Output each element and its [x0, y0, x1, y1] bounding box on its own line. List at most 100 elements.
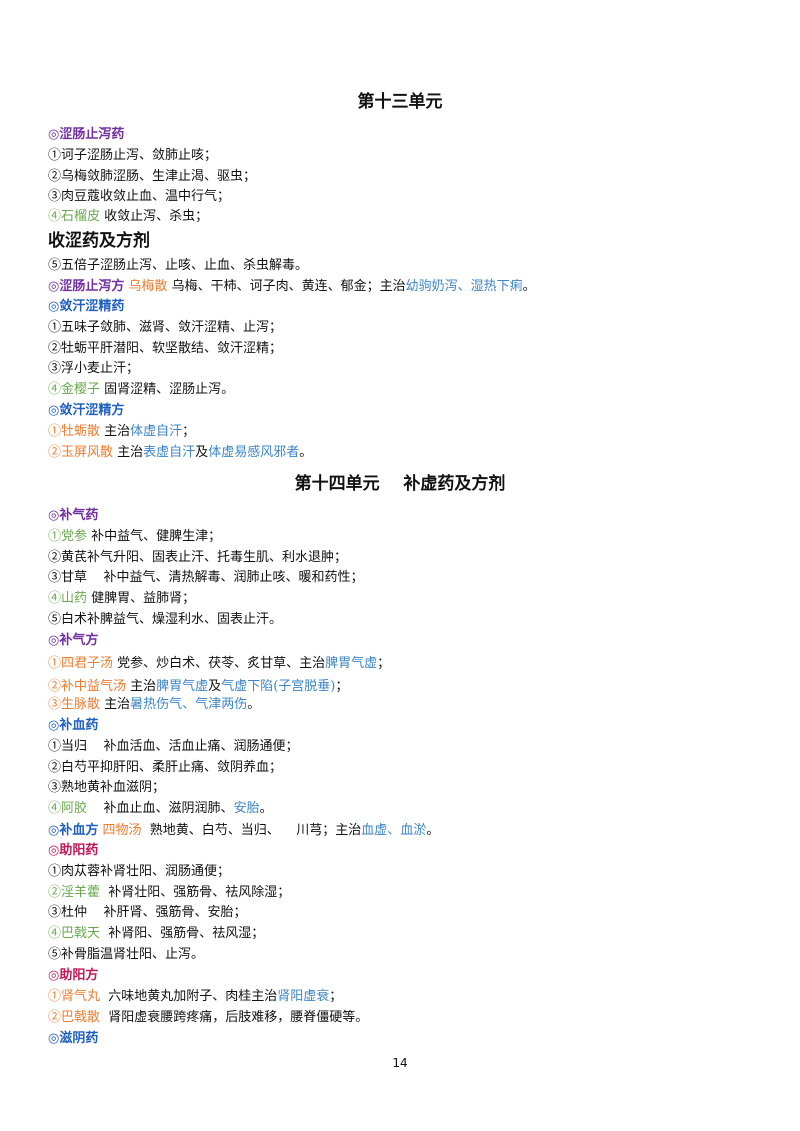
herb-effect: 补肾壮阳、强筋骨、祛风除湿；	[100, 885, 291, 900]
section-yang-tonic-herbs: ◎助阳药	[48, 843, 99, 858]
punctuation: 。	[426, 823, 440, 838]
formula-name: ①牡蛎散	[48, 424, 101, 439]
conjunction: 及	[195, 445, 209, 460]
list-item: ④巴戟天 补肾阳、强筋骨、祛风湿；	[48, 926, 264, 942]
indication: 气津两伤	[195, 697, 248, 712]
indication: 湿热下痢	[470, 279, 523, 294]
list-item: ①牡蛎散 主治体虚自汗；	[48, 424, 195, 440]
list-item: ①五味子敛肺、滋肾、敛汗涩精、止泻；	[48, 320, 283, 335]
list-item: ③浮小麦止汗；	[48, 361, 140, 376]
punctuation: 。	[247, 697, 261, 712]
list-item: ③肉豆蔻收敛止血、温中行气；	[48, 189, 231, 204]
punctuation: 。	[299, 445, 313, 460]
herb-name: 阿胶	[61, 801, 88, 816]
list-item: ⑤补骨脂温肾壮阳、止泻。	[48, 947, 205, 962]
section-blood-tonic-formula: ◎补血方	[48, 823, 99, 838]
herb-effect: 补肾阳、强筋骨、祛风湿；	[100, 926, 265, 941]
list-item: ①党参 补中益气、健脾生津；	[48, 529, 221, 545]
herb-name: 巴戟天	[61, 926, 101, 941]
herb-name: 党参	[61, 529, 88, 544]
item-number: ②	[48, 885, 62, 900]
unit-13-subtitle: 收涩药及方剂	[48, 231, 150, 251]
formula-name: ③生脉散	[48, 697, 101, 712]
item-number: ④	[48, 801, 62, 816]
indication: 暑热伤气	[130, 697, 183, 712]
separator: 、	[457, 279, 471, 294]
formula-name: ②玉屏风散	[48, 445, 114, 460]
list-item: ②黄芪补气升阳、固表止汗、托毒生肌、利水退肿；	[48, 550, 348, 565]
herb-effect: 固肾涩精、涩肠止泻。	[100, 382, 235, 397]
item-number: ④	[48, 382, 62, 397]
indication: 安胎	[233, 801, 260, 816]
unit-14-title: 第十四单元 补虚药及方剂	[294, 474, 506, 494]
punctuation: ；	[329, 989, 343, 1004]
indication: 血淤	[400, 823, 427, 838]
list-item: ①当归 补血活血、活血止痛、润肠通便；	[48, 739, 299, 754]
section-sweat-essence-formula: ◎敛汗涩精方	[48, 403, 125, 418]
herb-effect: 健脾胃、益肺肾；	[87, 591, 196, 606]
item-number: ④	[48, 209, 62, 224]
herb-effect: 补血止血、滋阴润肺、	[87, 801, 234, 816]
list-item: ①四君子汤 党参、炒白术、茯苓、炙甘草、主治脾胃气虚；	[48, 656, 390, 672]
conjunction: 及	[208, 679, 222, 694]
list-item: ①肾气丸 六味地黄丸加附子、肉桂主治肾阳虚衰；	[48, 989, 342, 1005]
list-item: ①肉苁蓉补肾壮阳、润肠通便；	[48, 864, 231, 879]
formula-name: 四物汤	[98, 823, 142, 838]
unit-13-title: 第十三单元	[357, 92, 443, 112]
item-number: ④	[48, 591, 62, 606]
list-item: ④石榴皮 收敛止泻、杀虫；	[48, 209, 208, 225]
indication: 体虚易感风邪者	[208, 445, 300, 460]
section-blood-tonic-herbs: ◎补血药	[48, 718, 99, 733]
punctuation: 。	[522, 279, 536, 294]
list-item: ③甘草 补中益气、清热解毒、润肺止咳、暖和药性；	[48, 570, 364, 585]
list-item: ⑤五倍子涩肠止泻、止咳、止血、杀虫解毒。	[48, 258, 309, 273]
list-item: ②玉屏风散 主治表虚自汗及体虚易感风邪者。	[48, 445, 312, 461]
formula-text: 六味地黄丸加附子、肉桂主治	[100, 989, 278, 1004]
indication: 血虚	[361, 823, 388, 838]
herb-name: 淫羊藿	[61, 885, 101, 900]
separator: 、	[387, 823, 401, 838]
indication: 肾阳虚衰	[277, 989, 330, 1004]
list-item: ②乌梅敛肺涩肠、生津止渴、驱虫；	[48, 169, 257, 184]
list-item: ◎补血方 四物汤 熟地黄、白芍、当归、 川芎；主治血虚、血淤。	[48, 823, 439, 839]
punctuation: ；	[377, 656, 391, 671]
section-qi-tonic-formula: ◎补气方	[48, 633, 99, 648]
formula-text: 主治	[100, 697, 131, 712]
list-item: ④金樱子 固肾涩精、涩肠止泻。	[48, 382, 234, 398]
list-item: ③杜仲 补肝肾、强筋骨、安胎；	[48, 905, 247, 920]
herb-name: 石榴皮	[61, 209, 101, 224]
list-item: ②牡蛎平肝潜阳、软坚散结、敛汗涩精；	[48, 341, 283, 356]
herb-effect: 收敛止泻、杀虫；	[100, 209, 209, 224]
herb-effect: 补中益气、健脾生津；	[87, 529, 222, 544]
herb-name: 金樱子	[61, 382, 101, 397]
indication: 脾胃气虚	[156, 679, 209, 694]
formula-text: 党参、炒白术、茯苓、炙甘草、主治	[113, 656, 326, 671]
page-number: 14	[392, 1056, 408, 1070]
formula-text: 主治	[113, 445, 144, 460]
formula-text: 主治	[100, 424, 131, 439]
list-item: ②淫羊藿 补肾壮阳、强筋骨、祛风除湿；	[48, 885, 290, 901]
formula-name: 乌梅散	[124, 279, 168, 294]
list-item: ③熟地黄补血滋阴；	[48, 780, 166, 795]
list-item: ②补中益气汤 主治脾胃气虚及气虚下陷(子宫脱垂)；	[48, 679, 348, 695]
punctuation: ；	[335, 679, 349, 694]
item-number: ①	[48, 529, 62, 544]
list-item: ④阿胶 补血止血、滋阴润肺、安胎。	[48, 801, 273, 817]
list-item: ③生脉散 主治暑热伤气、气津两伤。	[48, 697, 260, 713]
formula-text: 肾阳虚衰腰跨疼痛，后肢难移，腰脊僵硬等。	[100, 1010, 369, 1025]
item-number: ④	[48, 926, 62, 941]
formula-text: 乌梅、干柿、诃子肉、黄连、郁金；主治	[167, 279, 406, 294]
indication: 表虚自汗	[143, 445, 196, 460]
indication: 幼驹奶泻	[405, 279, 458, 294]
punctuation: 。	[259, 801, 273, 816]
formula-name: ①肾气丸	[48, 989, 101, 1004]
formula-name: ②巴戟散	[48, 1010, 101, 1025]
formula-name: ②补中益气汤	[48, 679, 127, 694]
herb-name: 山药	[61, 591, 88, 606]
indication: 体虚自汗	[130, 424, 183, 439]
section-astringent-antidiarrheal-herbs: ◎涩肠止泻药	[48, 127, 125, 142]
list-item: ④山药 健脾胃、益肺肾；	[48, 591, 195, 607]
list-item: ◎涩肠止泻方 乌梅散 乌梅、干柿、诃子肉、黄连、郁金；主治幼驹奶泻、湿热下痢。	[48, 279, 536, 295]
indication: 脾胃气虚	[325, 656, 378, 671]
